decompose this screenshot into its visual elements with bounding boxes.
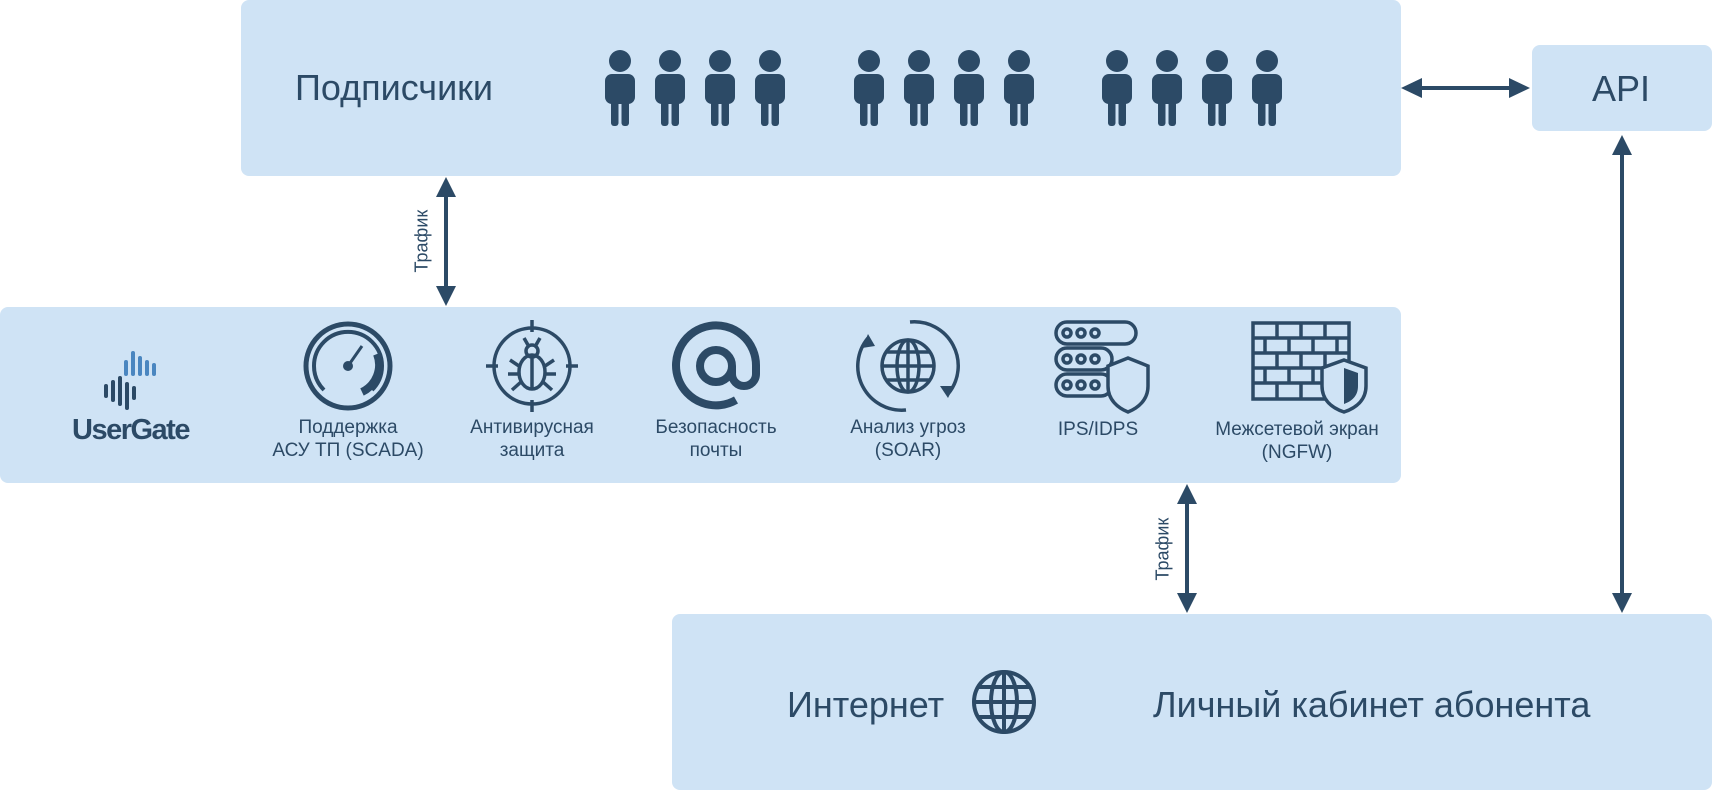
api-label: API [1592,68,1651,109]
subscribers-label: Подписчики [295,67,494,108]
service-label-ngfw: Межсетевой экран(NGFW) [1215,419,1379,463]
service-label-soar: Анализ угроз(SOAR) [850,417,966,461]
gauge-icon [303,321,393,411]
traffic-label-bottom: Трафик [1152,517,1173,581]
firewall-icon [1251,321,1368,414]
server-shield-icon [1054,320,1150,414]
globe-icon [972,670,1036,734]
internet-label: Интернет [787,684,945,725]
bug-target-icon [486,320,578,412]
usergate-logo-text: UserGate [72,414,190,446]
api-panel [1532,45,1712,131]
at-sign-icon [672,321,761,410]
globe-cycle-icon [856,320,960,412]
usergate-logo-icon [104,351,156,410]
service-label-ips: IPS/IDPS [1057,419,1139,440]
cabinet-label: Личный кабинет абонента [1153,684,1591,725]
internet-panel [672,614,1712,790]
usergate-panel [0,307,1401,483]
traffic-label-top: Трафик [411,209,432,273]
